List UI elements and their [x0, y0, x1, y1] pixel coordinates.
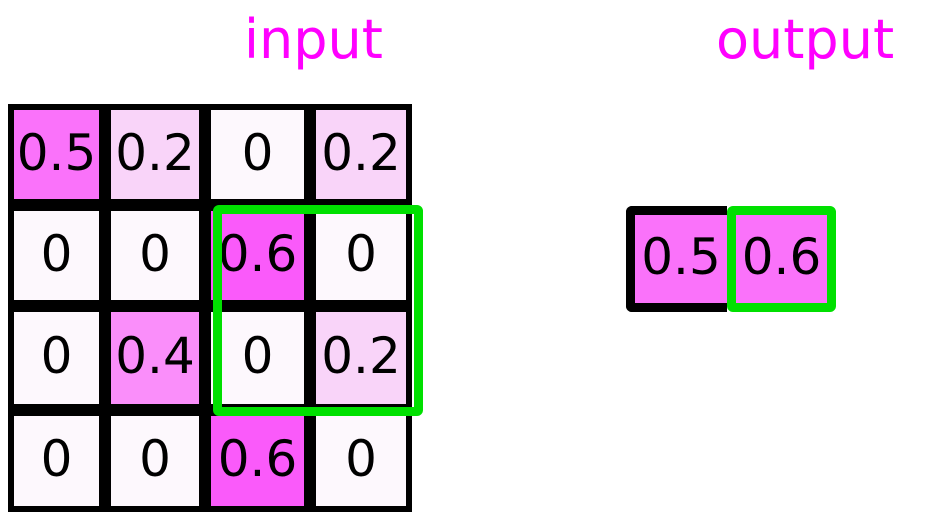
output-cell-r0c1[interactable]: 0.6	[727, 206, 836, 312]
input-cell-value: 0.6	[217, 430, 298, 488]
input-cell-r2c1[interactable]: 0.4	[105, 306, 205, 410]
input-cell-value: 0	[139, 430, 171, 488]
input-cell-value: 0	[345, 224, 377, 283]
output-title: output	[716, 8, 895, 71]
input-cell-value: 0.6	[217, 224, 298, 283]
input-cell-value: 0	[241, 327, 274, 385]
input-cell-value: 0.5	[16, 123, 97, 182]
input-cell-r1c1[interactable]: 0	[105, 205, 205, 306]
input-cell-r3c2[interactable]: 0.6	[205, 410, 310, 512]
output-cell-value: 0.5	[641, 228, 721, 286]
input-cell-r1c3[interactable]: 0	[310, 205, 412, 306]
input-matrix: 0.5 0.2 0 0.2 0 0 0.6 0 0 0.4	[8, 104, 423, 512]
input-title: input	[244, 8, 383, 71]
input-cell-r1c2[interactable]: 0.6	[205, 205, 310, 306]
input-cell-value: 0.2	[321, 327, 401, 385]
input-cell-value: 0	[40, 224, 73, 283]
input-cell-r0c3[interactable]: 0.2	[310, 104, 412, 205]
input-cell-r3c0[interactable]: 0	[8, 410, 105, 512]
output-cell-r0c0[interactable]: 0.5	[626, 206, 727, 312]
input-cell-r2c2[interactable]: 0	[205, 306, 310, 410]
input-cell-value: 0	[40, 327, 73, 385]
input-cell-r3c1[interactable]: 0	[105, 410, 205, 512]
input-cell-r0c2[interactable]: 0	[205, 104, 310, 205]
input-cell-value: 0	[40, 430, 73, 488]
input-grid: 0.5 0.2 0 0.2 0 0 0.6 0 0 0.4	[8, 104, 412, 512]
output-cell-value: 0.6	[741, 228, 822, 286]
input-cell-r2c3[interactable]: 0.2	[310, 306, 412, 410]
input-cell-r0c0[interactable]: 0.5	[8, 104, 105, 205]
output-grid: 0.5 0.6	[626, 206, 836, 312]
input-cell-r0c1[interactable]: 0.2	[105, 104, 205, 205]
input-cell-r1c0[interactable]: 0	[8, 205, 105, 306]
input-cell-value: 0	[139, 224, 171, 283]
input-cell-r3c3[interactable]: 0	[310, 410, 412, 512]
input-cell-value: 0	[241, 123, 274, 182]
input-cell-value: 0	[345, 430, 377, 488]
input-cell-r2c0[interactable]: 0	[8, 306, 105, 410]
input-cell-value: 0.4	[115, 327, 195, 385]
input-cell-value: 0.2	[115, 123, 195, 182]
input-cell-value: 0.2	[321, 123, 401, 182]
output-matrix: 0.5 0.6	[626, 206, 836, 312]
